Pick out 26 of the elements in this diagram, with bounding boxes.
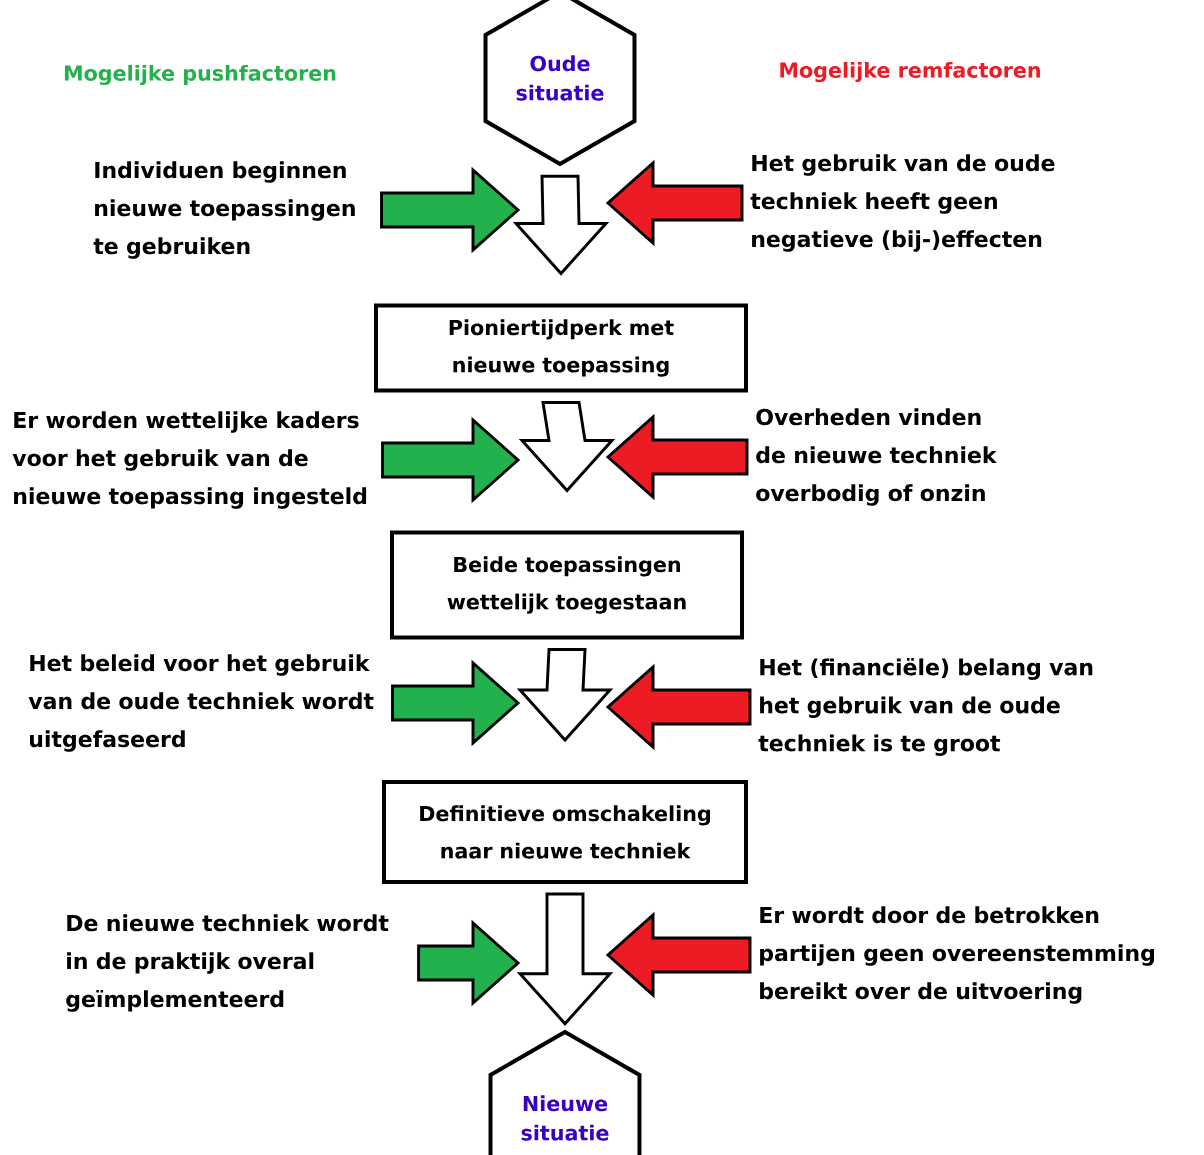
factor-text: Individuen beginnen nieuwe toepassingen te gebruiken	[93, 161, 355, 259]
block-arrow	[605, 911, 752, 999]
process-box: Definitieve omschakeling naar nieuwe techniek	[382, 780, 748, 884]
factor-text: Het (financiële) belang van het gebruik van de oude techniek is te groot	[758, 658, 1093, 756]
block-arrow	[518, 401, 616, 493]
block-arrow	[516, 648, 614, 743]
process-box: Beide toepassingen wettelijk toegestaan	[390, 530, 744, 640]
block-arrow	[605, 413, 749, 501]
block-arrow	[381, 416, 521, 504]
column-heading: Mogelijke remfactoren	[780, 61, 1040, 83]
block-arrow	[605, 663, 752, 751]
factor-text: Er wordt door de betrokken partijen geen overeenstemming bereikt over de uitvoering	[760, 906, 1154, 1004]
block-arrow	[417, 919, 521, 1007]
block-arrow	[512, 174, 610, 276]
block-arrow	[605, 159, 744, 247]
block-arrow	[391, 659, 521, 747]
factor-text: De nieuwe techniek wordt in de praktijk overal geïmplementeerd	[66, 914, 389, 1012]
factor-text: Het beleid voor het gebruik van de oude techniek wordt uitgefaseerd	[28, 654, 374, 752]
block-arrow	[516, 892, 614, 1026]
hexagon: Oude situatie	[483, 0, 637, 167]
block-arrow	[380, 166, 521, 254]
factor-text: Overheden vinden de nieuwe techniek overbodig of onzin	[756, 408, 997, 506]
process-box: Pioniertijdperk met nieuwe toepassing	[374, 303, 748, 393]
factor-text: Het gebruik van de oude techniek heeft geen negatieve (bij-)effecten	[750, 154, 1055, 252]
factor-text: Er worden wettelijke kaders voor het gebruik van de nieuwe toepassing ingesteld	[12, 411, 367, 509]
column-heading: Mogelijke pushfactoren	[64, 64, 336, 86]
